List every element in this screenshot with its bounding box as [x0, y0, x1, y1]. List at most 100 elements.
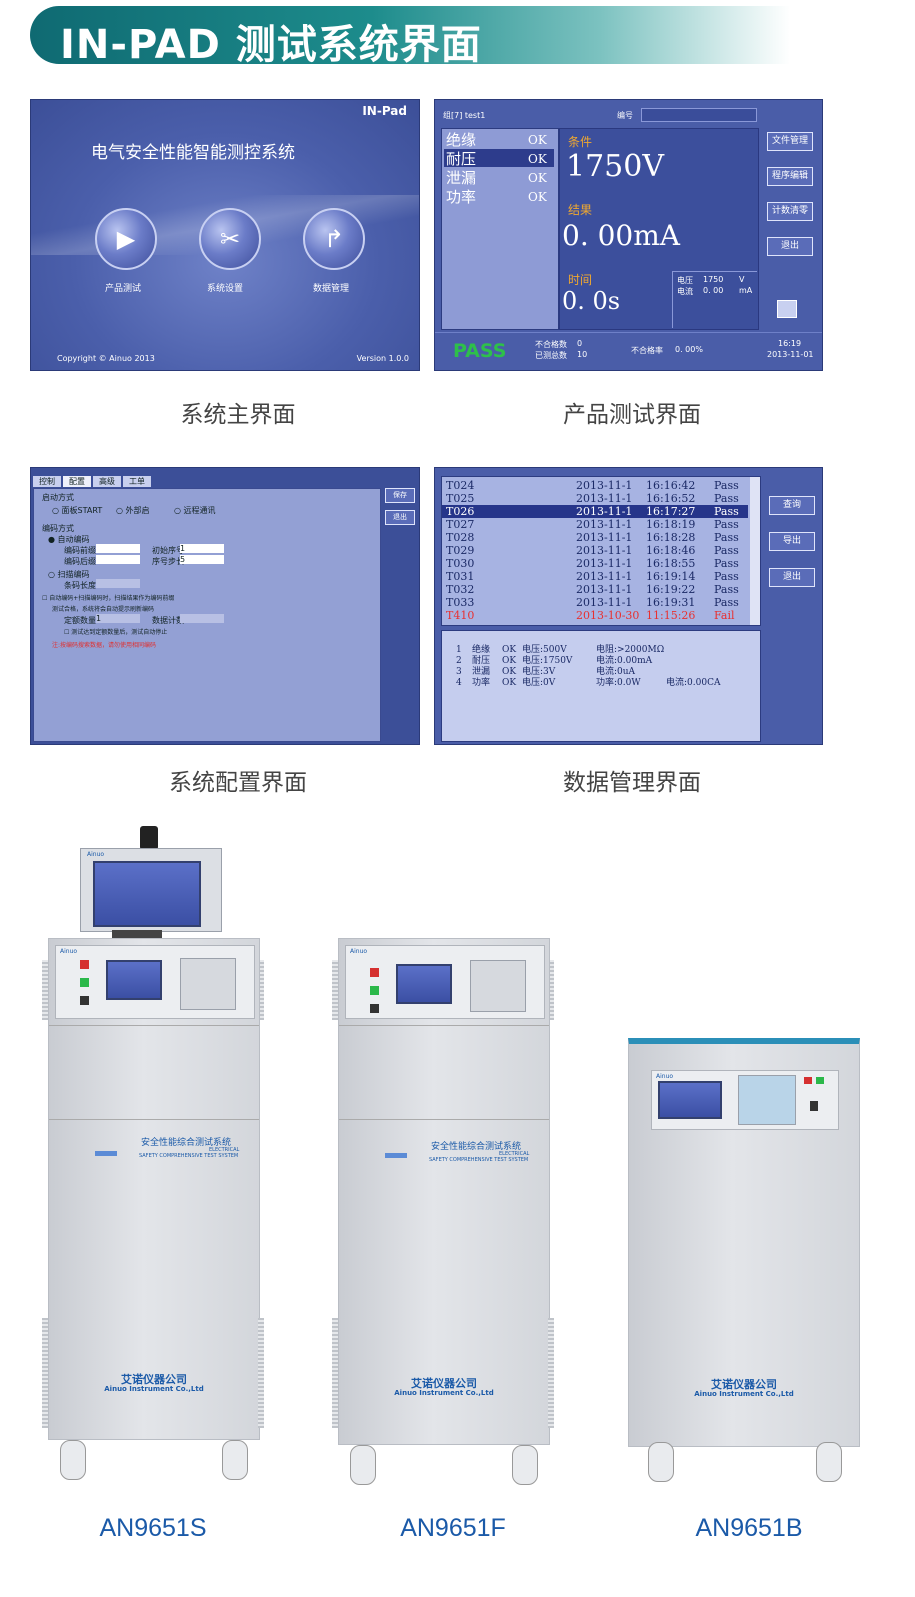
power-switch[interactable]: [370, 1004, 379, 1013]
title-banner: [30, 6, 790, 64]
wheel: [816, 1442, 842, 1482]
record-id: T025: [446, 492, 475, 505]
query-button[interactable]: 查询: [769, 496, 815, 515]
quota-label: 定额数量: [64, 616, 96, 625]
company-name: 艾诺仪器公司: [411, 1377, 477, 1390]
lcd-display: [106, 960, 162, 1000]
lcd-display: [396, 964, 452, 1004]
red-button[interactable]: [804, 1077, 812, 1084]
prefix-input[interactable]: [96, 544, 140, 553]
step-input[interactable]: 5: [180, 555, 224, 564]
record-date: 2013-11-1: [576, 518, 633, 531]
fail-count-label: 不合格数: [535, 340, 567, 349]
auto-code-radio[interactable]: ● 自动编码: [48, 535, 90, 544]
start-option-external[interactable]: ○ 外部启: [116, 506, 150, 515]
number-input[interactable]: [641, 108, 757, 122]
red-button[interactable]: [80, 960, 89, 969]
scan-length-input[interactable]: [96, 579, 140, 588]
wheel: [648, 1442, 674, 1482]
quota-input[interactable]: 1: [96, 614, 140, 623]
model-an9651b: AN9651B: [695, 1514, 803, 1542]
item-row[interactable]: 耐压: [446, 150, 477, 168]
item-row[interactable]: 泄漏: [446, 169, 477, 187]
suffix-input[interactable]: [96, 555, 140, 564]
config-exit-button[interactable]: 退出: [385, 510, 415, 525]
tab-control[interactable]: 控制: [33, 476, 61, 487]
record-time: 16:18:28: [646, 531, 696, 544]
record-id: T410: [446, 609, 475, 622]
scrollbar[interactable]: [750, 477, 760, 625]
condition-value: 1750V: [566, 149, 665, 184]
system-label-en2: SAFETY COMPREHENSIVE TEST SYSTEM: [139, 1153, 239, 1159]
tab-config[interactable]: 配置: [63, 476, 91, 487]
option-quota-stop[interactable]: ☐ 测试达到定额数量后，测试自动停止: [64, 629, 168, 636]
count-input[interactable]: [180, 614, 224, 623]
green-button[interactable]: [80, 978, 89, 987]
option-scan-prefix[interactable]: ☐ 自动编码+扫描编码时，扫描结果作为编码前缀: [42, 595, 175, 602]
green-button[interactable]: [816, 1077, 824, 1084]
file-manage-button[interactable]: 文件管理: [767, 132, 813, 151]
power-switch[interactable]: [810, 1101, 818, 1111]
scan-code-radio[interactable]: ○ 扫描编码: [48, 570, 90, 579]
brand-logo: IN-Pad: [362, 104, 407, 118]
data-management-button[interactable]: ↱: [303, 208, 365, 270]
product-test-button[interactable]: ▶: [95, 208, 157, 270]
start-option-panel[interactable]: ○ 面板START: [52, 506, 103, 515]
start-option-remote[interactable]: ○ 远程通讯: [174, 506, 216, 515]
arrow-icon: ↱: [323, 225, 345, 253]
item-row[interactable]: 功率: [446, 188, 477, 206]
result-value: 0. 00mA: [562, 219, 681, 252]
system-label: 安全性能综合测试系统: [431, 1142, 522, 1152]
record-time: 16:18:46: [646, 544, 696, 557]
record-date: 2013-11-1: [576, 583, 633, 596]
tab-workorder[interactable]: 工单: [123, 476, 151, 487]
status-bar: PASS 不合格数 0 已测总数 10 不合格率 0. 00% 16:19 20…: [435, 332, 822, 370]
detail-name: 功率: [472, 678, 491, 688]
count-reset-button[interactable]: 计数清零: [767, 202, 813, 221]
wheel: [60, 1440, 86, 1480]
power-switch[interactable]: [80, 996, 89, 1005]
tested-label: 已测总数: [535, 351, 567, 360]
data-management-label: 数据管理: [313, 284, 350, 294]
export-button[interactable]: 导出: [769, 532, 815, 551]
system-settings-button[interactable]: ✂: [199, 208, 261, 270]
record-date: 2013-11-1: [576, 570, 633, 583]
item-highlight: [444, 149, 554, 167]
green-button[interactable]: [370, 986, 379, 995]
record-time: 11:15:26: [646, 609, 696, 622]
keypad[interactable]: [180, 958, 236, 1010]
data-exit-button[interactable]: 退出: [769, 568, 815, 587]
code-mode-label: 编码方式: [42, 524, 74, 533]
keypad[interactable]: [738, 1075, 796, 1125]
tab-advanced[interactable]: 高级: [93, 476, 121, 487]
tools-icon: ✂: [219, 225, 241, 253]
record-result: Pass: [714, 479, 739, 492]
save-button[interactable]: 保存: [385, 488, 415, 503]
keypad[interactable]: [470, 960, 526, 1012]
voltage-label: 电压: [677, 276, 693, 285]
exit-button[interactable]: 退出: [767, 237, 813, 256]
selected-row-highlight: [442, 505, 748, 518]
record-date: 2013-11-1: [576, 544, 633, 557]
red-button[interactable]: [370, 968, 379, 977]
program-edit-button[interactable]: 程序编辑: [767, 167, 813, 186]
vent-fins: [258, 1318, 264, 1428]
divider: [49, 1025, 259, 1026]
record-id: T031: [446, 570, 475, 583]
initial-input[interactable]: 1: [180, 544, 224, 553]
system-settings-label: 系统设置: [207, 284, 244, 294]
item-row[interactable]: 绝缘: [446, 131, 477, 149]
play-icon: ▶: [116, 225, 136, 253]
